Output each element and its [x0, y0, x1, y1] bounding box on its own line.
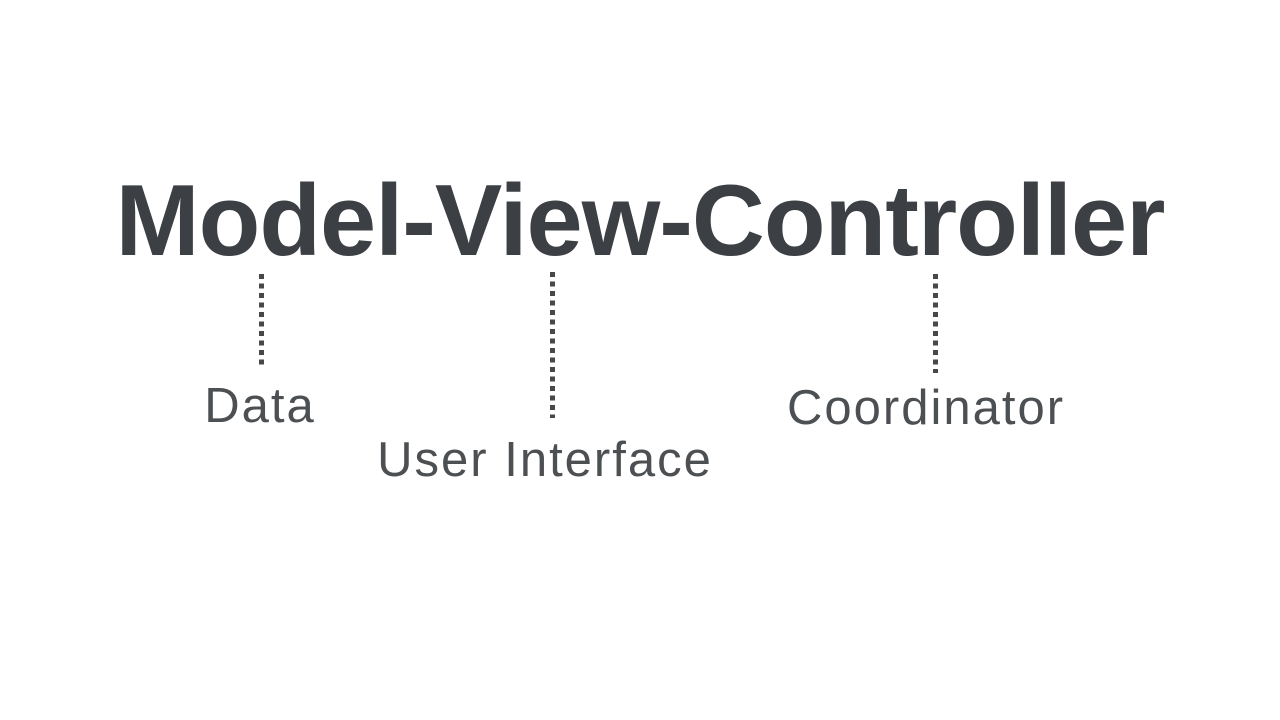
label-view-meaning: User Interface: [377, 433, 713, 487]
diagram-title: Model-View-Controller: [115, 165, 1166, 277]
dotted-connector-model: [259, 274, 264, 367]
dotted-connector-view: [550, 272, 555, 418]
label-controller-meaning: Coordinator: [786, 381, 1066, 435]
label-model-meaning: Data: [204, 379, 316, 433]
dotted-connector-controller: [933, 274, 938, 373]
